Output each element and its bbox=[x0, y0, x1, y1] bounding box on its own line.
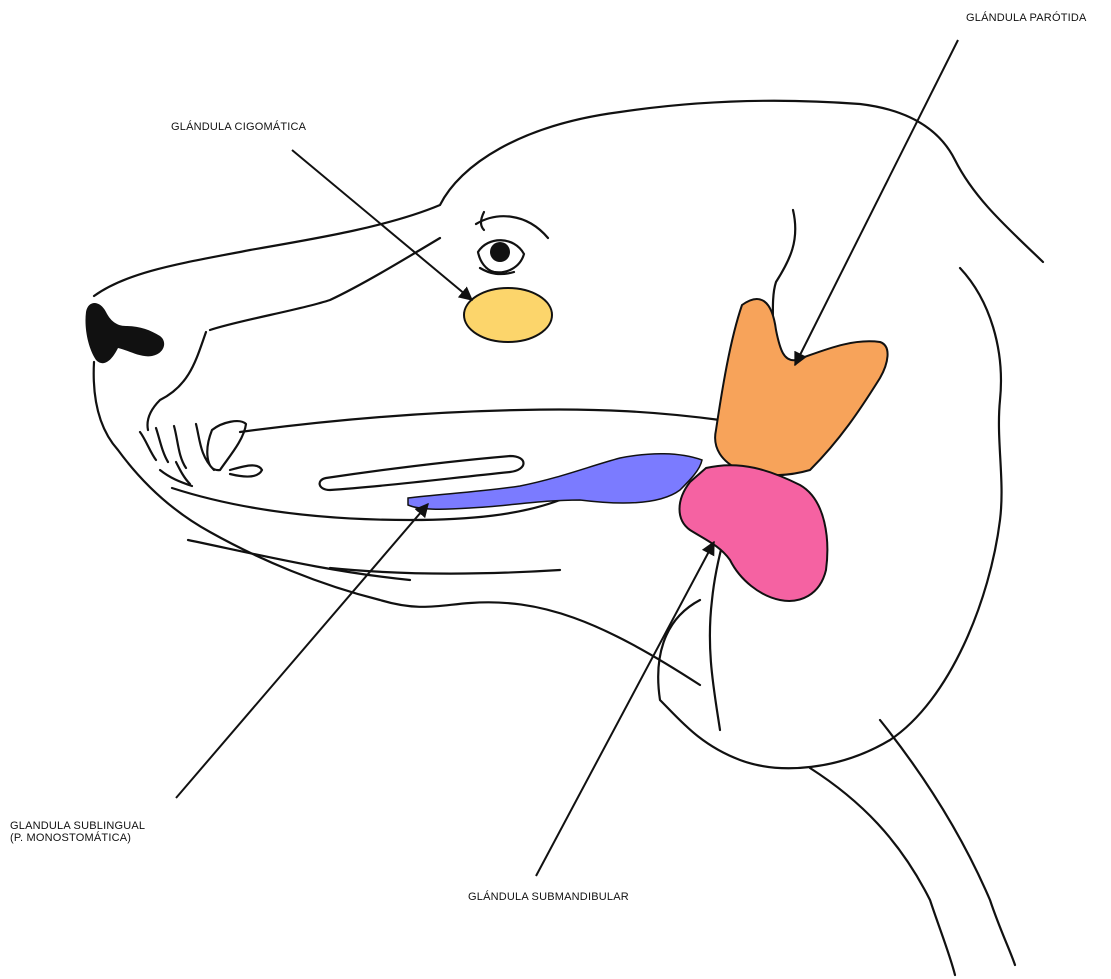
sublingual-label-line2: (P. MONOSTOMÁTICA) bbox=[10, 832, 145, 844]
tongue bbox=[320, 456, 524, 490]
zygomatic-label: GLÁNDULA CIGOMÁTICA bbox=[171, 121, 306, 133]
sublingual-label: GLANDULA SUBLINGUAL (P. MONOSTOMÁTICA) bbox=[10, 820, 145, 844]
parotid-leader bbox=[795, 40, 958, 365]
sublingual-leader bbox=[176, 504, 428, 798]
nose bbox=[85, 303, 164, 363]
zygomatic-leader bbox=[292, 150, 472, 300]
eyebrow-1 bbox=[476, 216, 548, 238]
neck-front bbox=[810, 768, 955, 975]
submandibular-leader bbox=[536, 542, 714, 876]
teeth bbox=[140, 421, 262, 477]
sublingual-label-line1: GLANDULA SUBLINGUAL bbox=[10, 820, 145, 832]
zygomatic-gland bbox=[464, 288, 552, 342]
neck-back bbox=[880, 720, 1015, 965]
submandibular-label: GLÁNDULA SUBMANDIBULAR bbox=[468, 891, 629, 903]
submandibular-gland bbox=[680, 465, 828, 601]
lower-teeth bbox=[160, 462, 192, 486]
upper-lip bbox=[240, 409, 720, 432]
parotid-gland bbox=[715, 299, 887, 475]
eye-pupil bbox=[490, 242, 510, 262]
parotid-label: GLÁNDULA PARÓTIDA bbox=[966, 12, 1087, 24]
throat-line bbox=[330, 568, 560, 574]
